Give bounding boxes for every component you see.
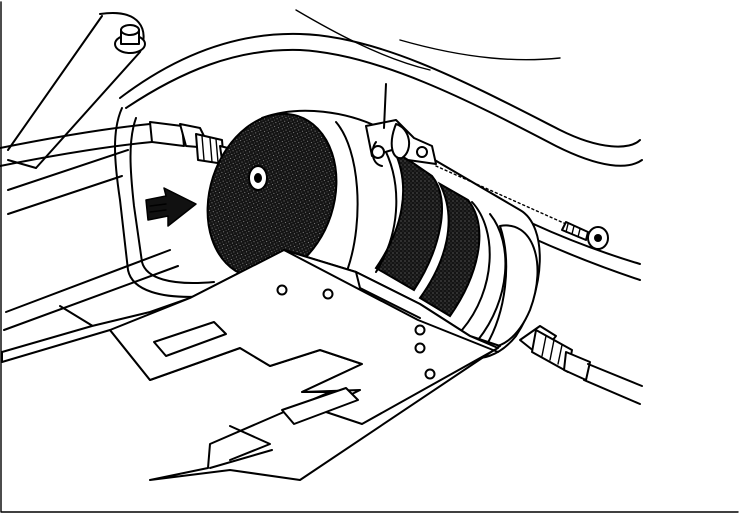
bracket-holes — [276, 284, 436, 380]
flow-direction-arrow — [145, 187, 197, 227]
clamp-bolt — [435, 165, 609, 250]
bracket-slot-right — [281, 387, 359, 425]
filter-clamp — [365, 83, 437, 167]
mounting-bracket — [1, 249, 501, 481]
fuel-filter — [206, 109, 541, 360]
outlet-fuel-line — [519, 325, 643, 405]
frame-stud — [114, 24, 146, 54]
bracket-slot-left — [153, 321, 227, 357]
